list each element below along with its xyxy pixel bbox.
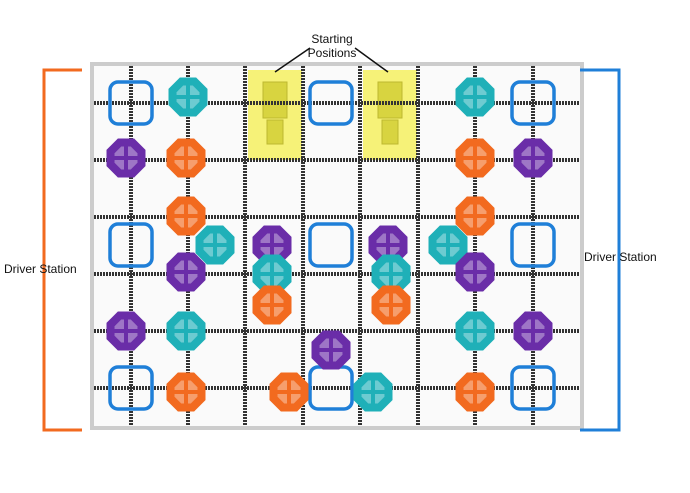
starting-label-line2: Positions	[307, 46, 357, 60]
goal-icon	[108, 365, 154, 411]
robot-icon-base	[381, 119, 399, 145]
pointer-line-left	[274, 47, 311, 73]
goal-icon	[510, 365, 556, 411]
field-border	[90, 62, 584, 430]
driver-station-bracket-left	[42, 68, 82, 432]
robot-icon-base	[266, 119, 284, 145]
goal-icon	[510, 222, 556, 268]
driver-station-bracket-right	[580, 68, 621, 432]
goal-icon	[308, 222, 354, 268]
robot-icon	[377, 81, 403, 119]
starting-positions-label: Starting Positions	[305, 32, 359, 60]
starting-label-line1: Starting	[311, 32, 353, 46]
pointer-line-right	[354, 47, 389, 73]
robot-icon	[262, 81, 288, 119]
goal-icon	[308, 80, 354, 126]
goal-icon	[510, 80, 556, 126]
goal-icon	[108, 222, 154, 268]
goal-icon	[108, 80, 154, 126]
driver-station-right-label: Driver Station	[584, 250, 657, 264]
driver-station-left-label: Driver Station	[4, 262, 77, 276]
